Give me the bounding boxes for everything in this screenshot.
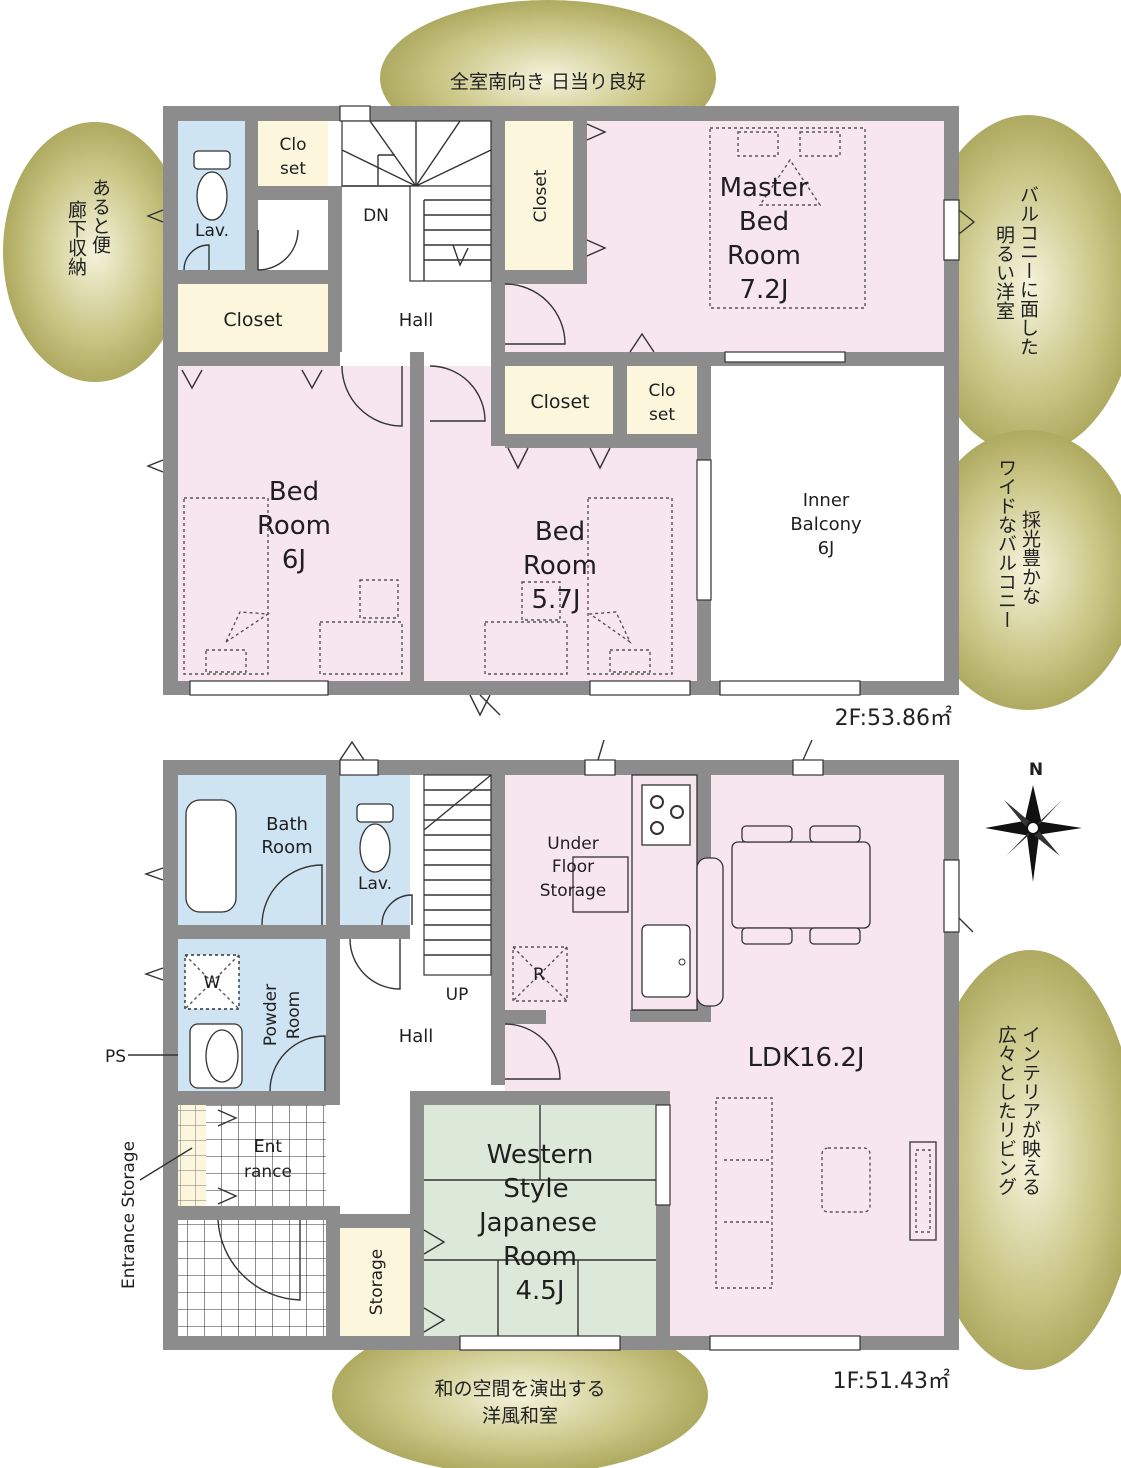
label-2f-master-2: Bed xyxy=(739,207,789,237)
label-2f-dn: DN xyxy=(363,206,389,226)
living-furniture xyxy=(715,1097,937,1289)
toilet-1f-icon xyxy=(356,803,394,873)
callout-bottom-line1: 和の空間を演出する xyxy=(434,1378,605,1400)
label-1f-powder-2: Room xyxy=(284,991,304,1039)
label-1f-entrance-1: Ent xyxy=(254,1137,283,1157)
furniture-2f xyxy=(183,127,866,675)
label-1f-under-1: Under xyxy=(547,834,598,854)
room-2f-closet-master xyxy=(505,121,573,270)
label-1f-bath-1: Bath xyxy=(266,814,308,835)
label-2f-master-3: Room xyxy=(727,241,801,271)
room-2f-balcony xyxy=(711,366,944,681)
stairs-1f xyxy=(423,774,492,976)
svg-text:あると便: あると便 xyxy=(89,178,111,254)
dining-table xyxy=(731,825,871,945)
svg-text:インテリアが映える: インテリアが映える xyxy=(1019,1025,1041,1196)
label-2f-closet-left: Closet xyxy=(223,309,282,331)
label-1f-japanese-1: Western xyxy=(487,1140,594,1170)
floor-2 xyxy=(146,105,976,717)
callout-top-text: 全室南向き 日当り良好 xyxy=(450,71,646,93)
room-1f-entrance-storage xyxy=(178,1105,206,1206)
label-1f-lav: Lav. xyxy=(358,874,392,894)
label-1f-bath-2: Room xyxy=(261,837,312,858)
label-1f-ldk: LDK16.2J xyxy=(747,1043,864,1073)
toilet-2f-icon xyxy=(193,150,231,221)
label-1f-w: W xyxy=(204,973,221,993)
label-2f-balcony-1: Inner xyxy=(803,490,850,511)
compass-rose-icon xyxy=(985,785,1082,882)
room-2f-closet-left xyxy=(178,284,328,352)
room-2f-master-lower xyxy=(505,284,573,352)
floor-1 xyxy=(128,739,974,1351)
label-2f-bed57-2: Room xyxy=(523,551,597,581)
label-2f-lav: Lav. xyxy=(195,221,229,241)
kitchen-counter xyxy=(631,774,724,1011)
label-2f-closet-small-1: Clo xyxy=(280,135,307,155)
label-2f-closet-mid-small-1: Clo xyxy=(649,381,676,401)
label-1f-r: R xyxy=(533,965,545,985)
room-2f-closet-small xyxy=(258,121,328,186)
room-2f-closet-mid-small xyxy=(627,366,697,434)
label-1f-storage: Storage xyxy=(367,1249,387,1316)
compass-north-label: N xyxy=(1029,760,1043,780)
labels: 全室南向き 日当り良好 あると便 廊下収納 バルコニーに面した 明るい洋室 採光… xyxy=(65,71,1043,1427)
label-2f-balcony-2: Balcony xyxy=(790,514,862,535)
label-2f-bed6-1: Bed xyxy=(269,477,319,507)
callout-right-upper-text: バルコニーに面した 明るい洋室 xyxy=(993,185,1039,356)
callout-left-blob xyxy=(3,122,187,382)
svg-text:廊下収納: 廊下収納 xyxy=(65,200,87,276)
label-2f-closet-mid: Closet xyxy=(530,391,589,413)
label-1f-powder-1: Powder xyxy=(261,984,281,1046)
label-1f-japanese-3: Japanese xyxy=(477,1208,597,1238)
label-1f-ps: PS xyxy=(105,1047,126,1067)
svg-text:ワイドなバルコニー: ワイドなバルコニー xyxy=(995,458,1017,629)
label-1f-hall: Hall xyxy=(399,1026,434,1047)
callout-left-text: あると便 廊下収納 xyxy=(65,178,111,276)
label-2f-bed6-3: 6J xyxy=(282,545,306,575)
label-1f-under-3: Storage xyxy=(540,881,607,901)
label-2f-area: 2F:53.86㎡ xyxy=(835,705,952,731)
callout-bottom-blob xyxy=(332,1315,708,1468)
label-2f-closet-mid-small-2: set xyxy=(649,405,675,425)
callout-right-middle-blob xyxy=(918,430,1121,710)
label-2f-closet-small-2: set xyxy=(280,159,306,179)
svg-text:明るい洋室: 明るい洋室 xyxy=(993,225,1015,320)
label-2f-master-4: 7.2J xyxy=(739,275,788,305)
label-1f-up: UP xyxy=(446,985,469,1005)
callout-bottom-line2: 洋風和室 xyxy=(482,1405,558,1427)
label-1f-japanese-2: Style xyxy=(503,1174,568,1204)
label-2f-balcony-3: 6J xyxy=(818,538,835,559)
label-1f-area: 1F:51.43㎡ xyxy=(833,1368,950,1394)
label-2f-bed6-2: Room xyxy=(257,511,331,541)
label-1f-under-2: Floor xyxy=(552,857,594,877)
callout-right-lower-blob xyxy=(922,950,1121,1370)
label-1f-entrance-storage: Entrance Storage xyxy=(119,1141,139,1289)
label-2f-hall: Hall xyxy=(399,310,434,331)
room-2f-closet-mid xyxy=(505,366,613,434)
label-1f-japanese-5: 4.5J xyxy=(515,1276,564,1306)
room-1f-storage xyxy=(340,1228,410,1336)
label-2f-master-1: Master xyxy=(720,173,809,203)
room-2f-master-bed xyxy=(573,121,944,352)
callout-right-lower-text: インテリアが映える 広々としたリビング xyxy=(995,1025,1041,1196)
svg-text:広々としたリビング: 広々としたリビング xyxy=(995,1025,1017,1196)
svg-text:採光豊かな: 採光豊かな xyxy=(1019,510,1041,605)
label-1f-entrance-2: rance xyxy=(244,1162,292,1182)
label-2f-closet-master: Closet xyxy=(531,169,551,222)
callout-right-middle-text: 採光豊かな ワイドなバルコニー xyxy=(995,458,1041,629)
stairs-2f xyxy=(341,120,492,282)
room-1f-entrance-floor xyxy=(178,1220,326,1336)
callout-right-upper-blob xyxy=(918,115,1121,455)
svg-text:バルコニーに面した: バルコニーに面した xyxy=(1017,185,1039,356)
label-2f-bed57-3: 5.7J xyxy=(531,585,580,615)
label-2f-bed57-1: Bed xyxy=(535,517,585,547)
label-1f-japanese-4: Room xyxy=(503,1242,577,1272)
